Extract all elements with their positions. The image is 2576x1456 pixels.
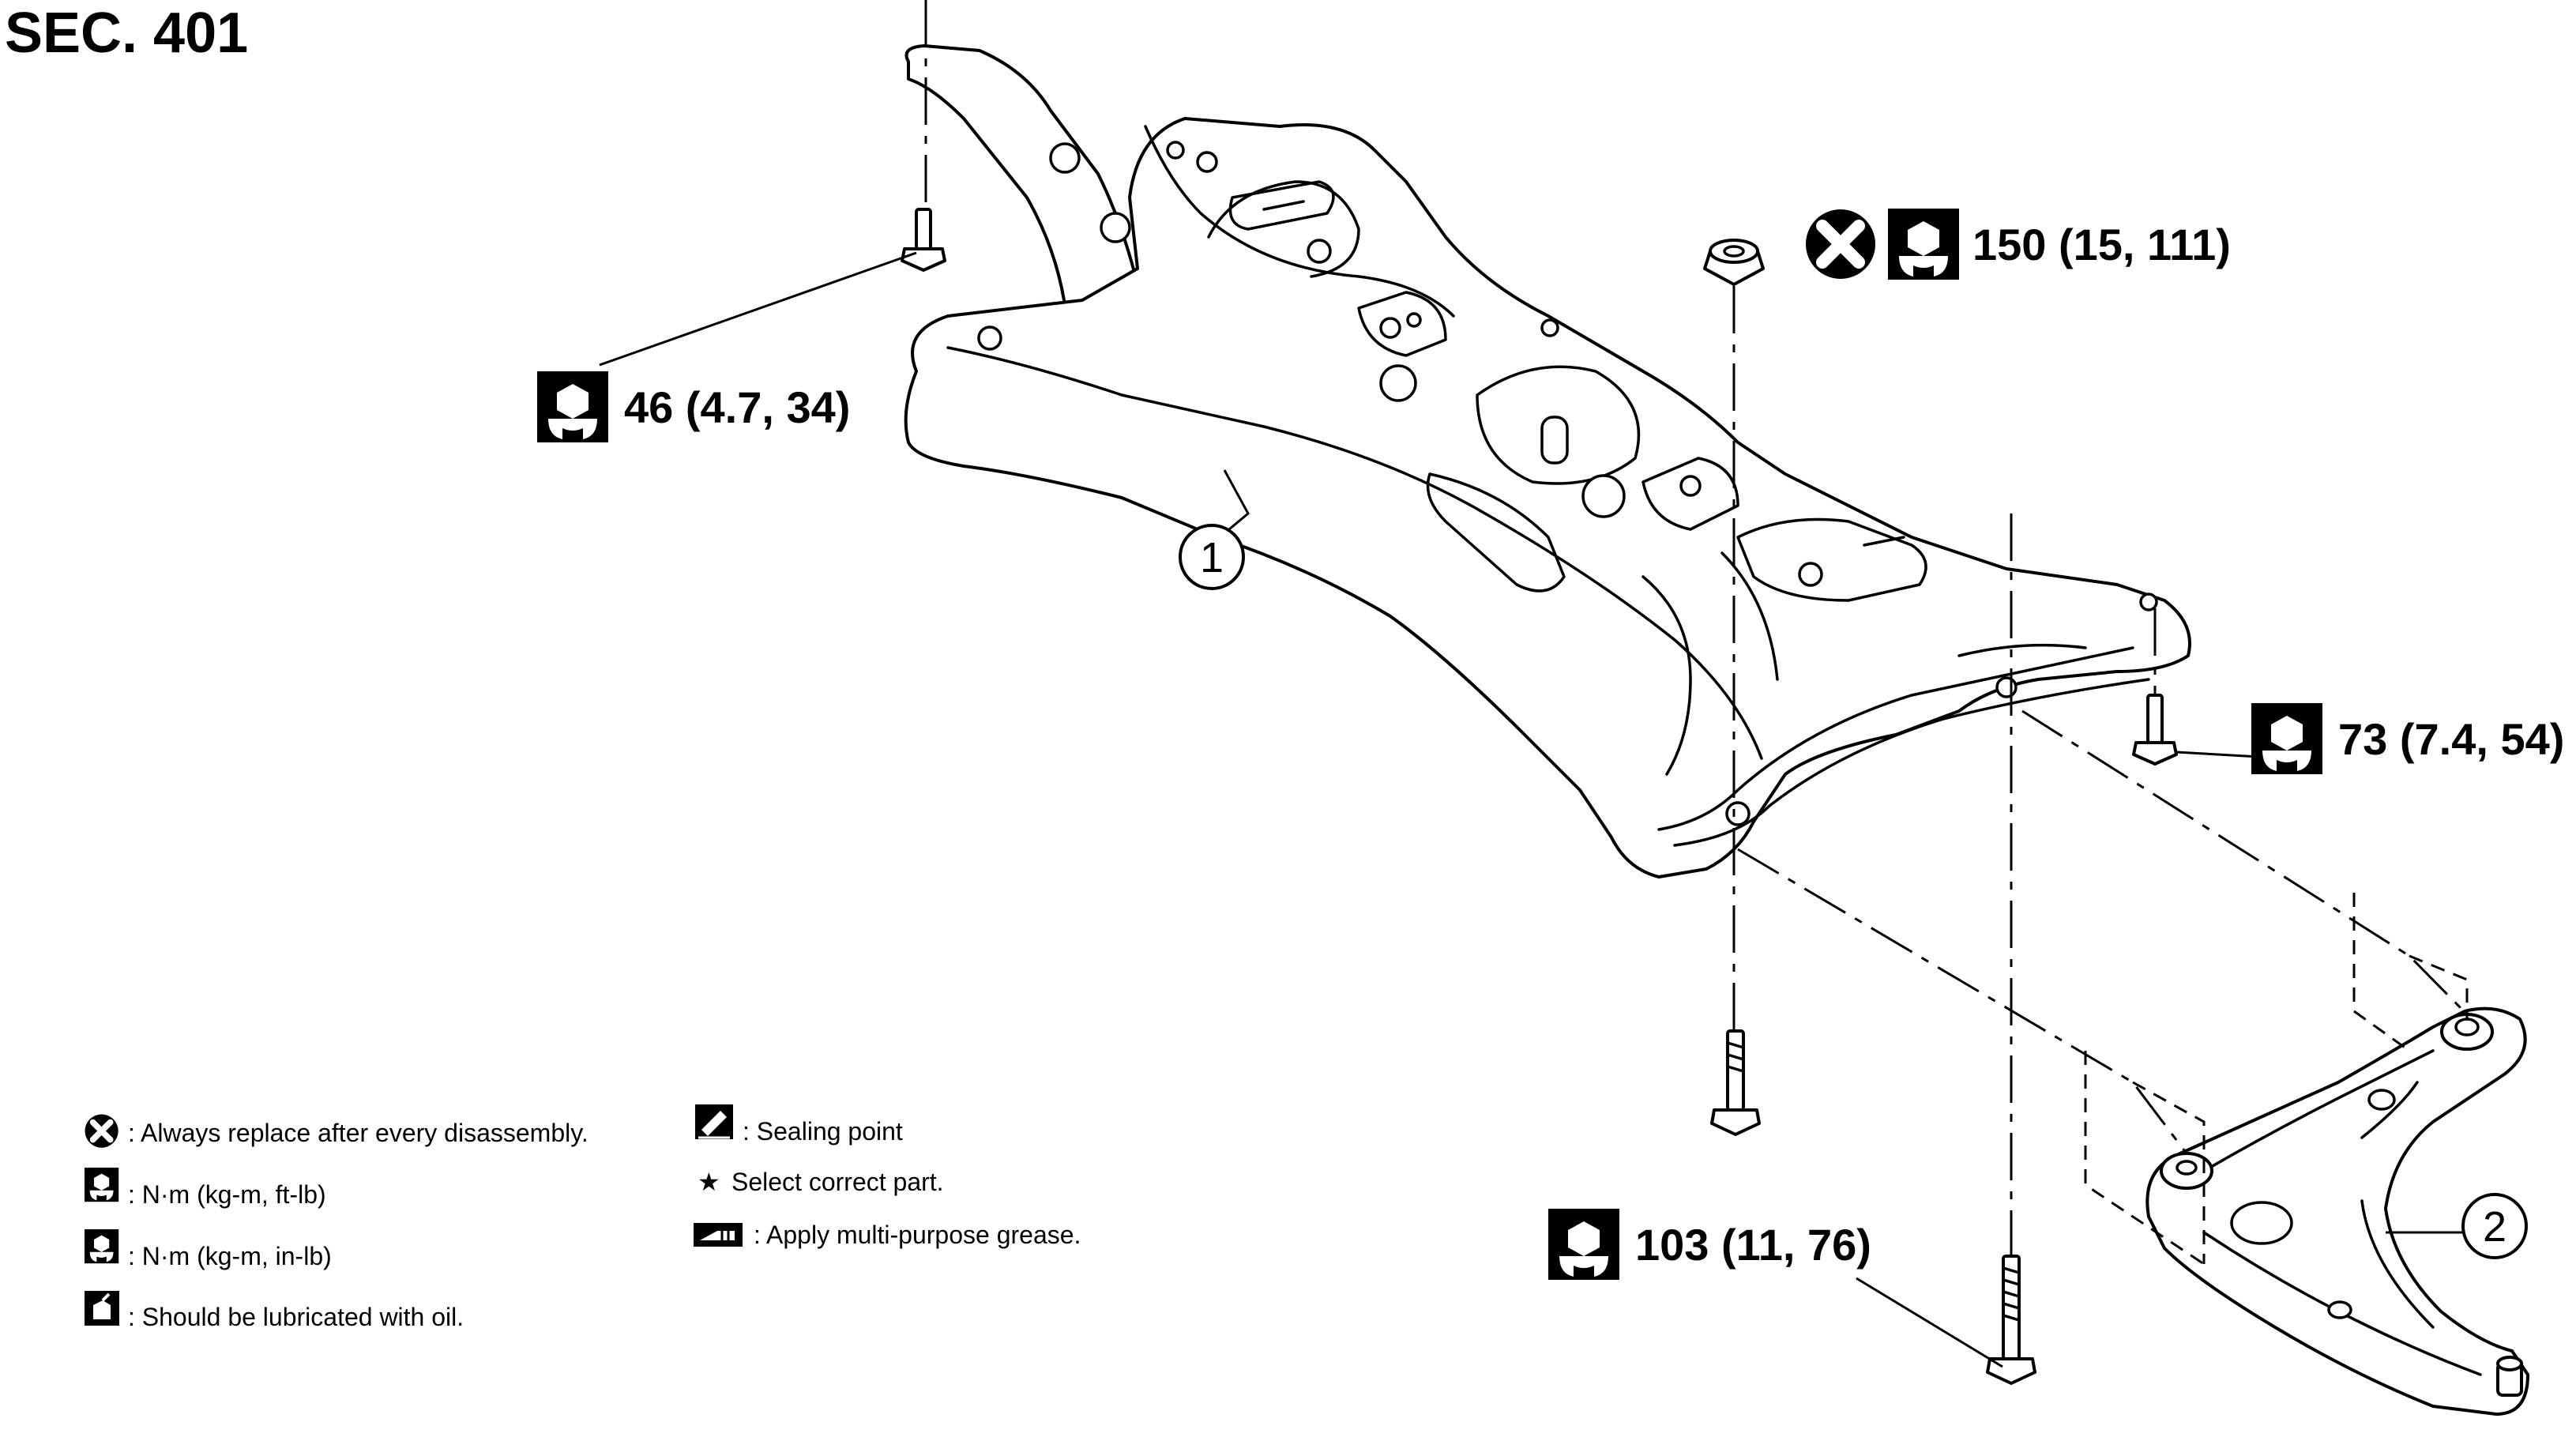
grease-icon bbox=[694, 1223, 743, 1247]
legend-item-oil: : Should be lubricated with oil. bbox=[85, 1291, 464, 1331]
section-title: SEC. 401 bbox=[5, 2, 248, 65]
legend-item-torque-ftlb: : N·m (kg-m, ft-lb) bbox=[85, 1168, 326, 1209]
bolt-lower-right bbox=[1986, 1255, 2036, 1385]
svg-text:: Always replace after every d: : Always replace after every disassembly… bbox=[128, 1119, 589, 1147]
svg-text:: Should be lubricated with oi: : Should be lubricated with oil. bbox=[128, 1303, 464, 1331]
svg-text:: Apply multi-purpose grease.: : Apply multi-purpose grease. bbox=[754, 1221, 1081, 1249]
torque-wrench-icon bbox=[537, 371, 608, 442]
torque-wrench-icon bbox=[1888, 209, 1959, 280]
always-replace-icon bbox=[1806, 209, 1875, 279]
torque-label-side-bolt: 73 (7.4, 54) bbox=[2251, 703, 2564, 774]
legend-item-grease: : Apply multi-purpose grease. bbox=[694, 1221, 1081, 1249]
torque-value: 73 (7.4, 54) bbox=[2338, 714, 2564, 764]
torque-label-subframe-nut: 150 (15, 111) bbox=[1806, 209, 2231, 280]
svg-text:Select correct part.: Select correct part. bbox=[731, 1168, 944, 1196]
nut-subframe bbox=[1703, 239, 1765, 286]
svg-text:: Sealing point: : Sealing point bbox=[743, 1117, 903, 1146]
sealing-point-icon bbox=[695, 1104, 733, 1139]
svg-text:2: 2 bbox=[2483, 1203, 2506, 1251]
svg-text:: N·m (kg-m, in-lb): : N·m (kg-m, in-lb) bbox=[128, 1242, 332, 1270]
torque-wrench-small-icon bbox=[85, 1229, 119, 1264]
front-suspension-member bbox=[904, 44, 2191, 878]
bolt-rear-upper bbox=[901, 208, 946, 272]
legend: : Always replace after every disassembly… bbox=[85, 1104, 1081, 1331]
torque-wrench-icon bbox=[2251, 703, 2322, 774]
bolt-side bbox=[2132, 694, 2178, 766]
torque-value: 46 (4.7, 34) bbox=[624, 382, 850, 432]
torque-value: 150 (15, 111) bbox=[1972, 220, 2231, 269]
torque-wrench-icon bbox=[1548, 1209, 1619, 1280]
legend-item-replace: : Always replace after every disassembly… bbox=[85, 1114, 589, 1147]
callout-part-1: 1 bbox=[1179, 524, 1245, 590]
legend-item-torque-inlb: : N·m (kg-m, in-lb) bbox=[85, 1229, 332, 1270]
svg-text:1: 1 bbox=[1200, 534, 1224, 581]
callout-part-2: 2 bbox=[2461, 1193, 2528, 1259]
bolt-lower-left bbox=[1710, 1029, 1761, 1136]
torque-wrench-icon bbox=[85, 1168, 119, 1202]
svg-text:: N·m (kg-m, ft-lb): : N·m (kg-m, ft-lb) bbox=[128, 1180, 326, 1209]
star-icon: ★ bbox=[698, 1168, 720, 1196]
torque-label-rear-bolt: 46 (4.7, 34) bbox=[537, 371, 850, 442]
legend-item-star: ★ Select correct part. bbox=[698, 1168, 944, 1196]
oil-can-icon bbox=[85, 1291, 119, 1326]
transverse-link bbox=[2145, 1006, 2529, 1416]
assembly-lines bbox=[924, 0, 2469, 1266]
torque-label-front-bolt: 103 (11, 76) bbox=[1548, 1209, 1871, 1280]
always-replace-icon bbox=[85, 1114, 118, 1147]
torque-value: 103 (11, 76) bbox=[1635, 1220, 1871, 1270]
legend-item-sealing: : Sealing point bbox=[695, 1104, 903, 1146]
